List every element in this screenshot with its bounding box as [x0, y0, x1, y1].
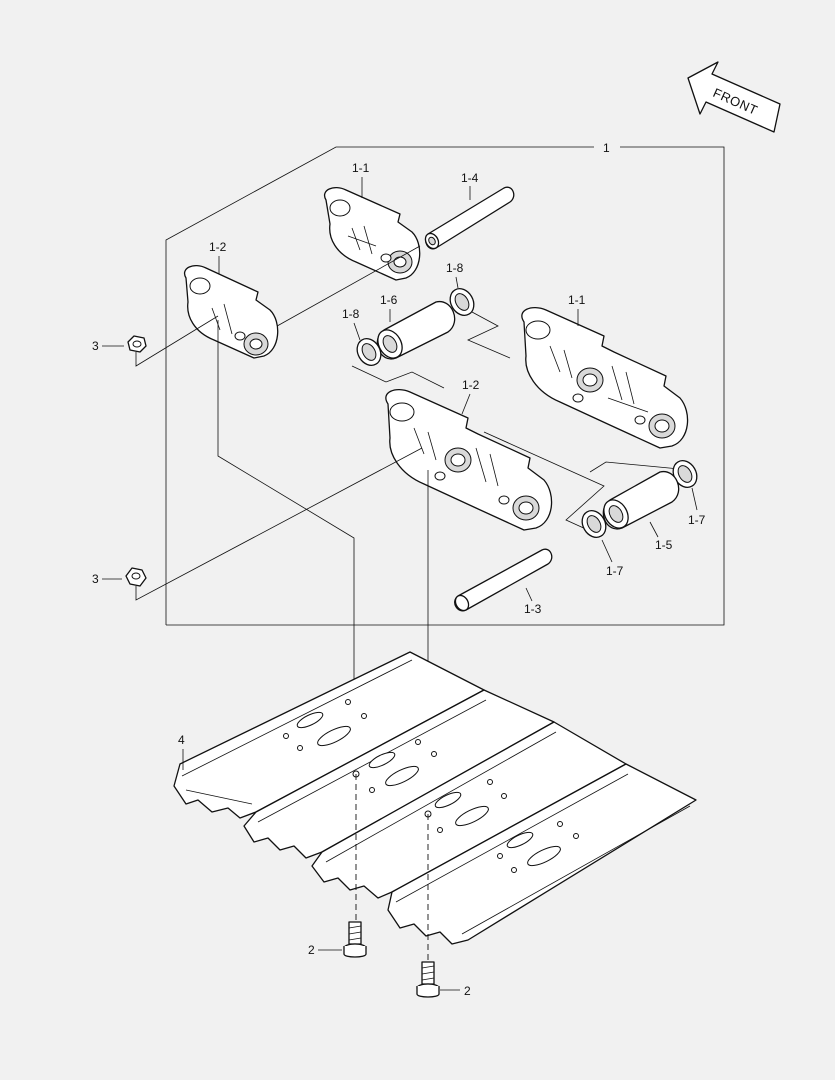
nut-top [127, 335, 147, 353]
callout-1: 1 [603, 141, 610, 155]
seal-right [449, 288, 475, 316]
front-arrow-icon: FRONT [687, 61, 781, 133]
callout-1-2-center: 1-2 [462, 378, 480, 392]
nut-bottom [125, 567, 147, 587]
bolt-left [343, 921, 367, 958]
callout-1-8-left: 1-8 [342, 307, 360, 321]
callout-1-1-right: 1-1 [568, 293, 586, 307]
callout-2-right: 2 [464, 984, 471, 998]
callout-3-top: 3 [92, 339, 99, 353]
callout-1-2-top: 1-2 [209, 240, 227, 254]
track-link-right-top [323, 186, 421, 281]
callout-3-bottom: 3 [92, 572, 99, 586]
callout-1-3: 1-3 [524, 602, 542, 616]
callout-1-6: 1-6 [380, 293, 398, 307]
callout-1-5: 1-5 [655, 538, 673, 552]
track-link-left-large [385, 389, 553, 531]
track-link-left-top [183, 264, 279, 359]
callout-4: 4 [178, 733, 185, 747]
master-bushing [602, 471, 680, 530]
master-seal-left [581, 510, 607, 538]
bolt-right [416, 961, 440, 998]
callout-1-7-left: 1-7 [606, 564, 624, 578]
callout-1-8-right: 1-8 [446, 261, 464, 275]
bushing [376, 301, 456, 360]
master-pin [454, 548, 553, 612]
track-link-right-large [521, 307, 689, 449]
seal-left [356, 338, 382, 366]
callout-1-7-right: 1-7 [688, 513, 706, 527]
callout-2-left: 2 [308, 943, 315, 957]
assembly-bracket: 1 [165, 141, 725, 626]
callout-1-1-top: 1-1 [352, 161, 370, 175]
callout-1-4: 1-4 [461, 171, 479, 185]
track-pin-top [424, 186, 515, 250]
track-shoes [173, 651, 697, 945]
